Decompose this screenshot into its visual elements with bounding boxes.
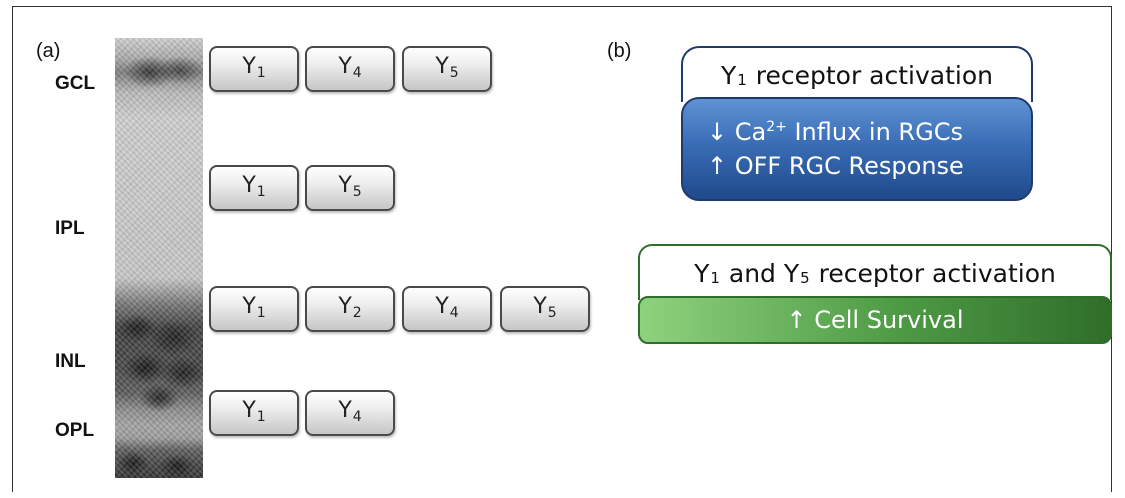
panel-a-label: (a): [36, 40, 61, 62]
receptor-box-inl-y1: Y1: [209, 286, 299, 332]
retina-micrograph: [115, 38, 203, 478]
down-arrow-icon: ↓: [707, 118, 728, 146]
layer-label-inl: INL: [55, 351, 86, 372]
up-arrow-icon: ↑: [707, 152, 728, 180]
calcium-influx-effect: ↓ Ca2+ Influx in RGCs: [707, 118, 963, 146]
off-rgc-response-effect: ↑ OFF RGC Response: [707, 152, 964, 180]
receptor-box-opl-y4: Y4: [305, 390, 395, 436]
figure-frame: [12, 6, 1112, 492]
receptor-box-opl-y1: Y1: [209, 390, 299, 436]
layer-label-opl: OPL: [55, 420, 95, 441]
layer-label-gcl: GCL: [55, 73, 96, 94]
receptor-box-gcl-y1: Y1: [209, 46, 299, 92]
receptor-box-inl-y4: Y4: [402, 286, 492, 332]
layer-label-ipl: IPL: [55, 218, 85, 239]
receptor-box-ipl-y1: Y1: [209, 165, 299, 211]
receptor-box-gcl-y4: Y4: [305, 46, 395, 92]
receptor-box-inl-y2: Y2: [305, 286, 395, 332]
cell-survival-effect: ↑ Cell Survival: [638, 296, 1112, 344]
receptor-box-gcl-y5: Y5: [402, 46, 492, 92]
y1-activation-effects: ↓ Ca2+ Influx in RGCs ↑ OFF RGC Response: [681, 97, 1033, 201]
panel-b-label: (b): [607, 40, 632, 62]
receptor-box-ipl-y5: Y5: [305, 165, 395, 211]
receptor-box-inl-y5: Y5: [500, 286, 590, 332]
up-arrow-icon: ↑: [786, 306, 807, 334]
